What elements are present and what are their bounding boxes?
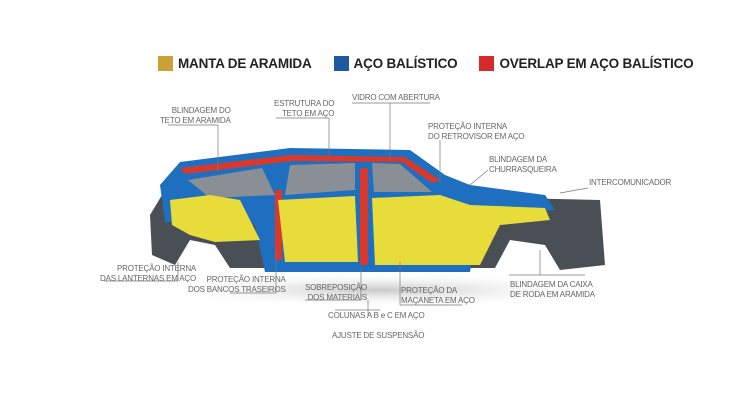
cargo-window bbox=[188, 168, 275, 198]
callout-text: PROTEÇÃO DA bbox=[401, 286, 458, 295]
overlap-swatch bbox=[479, 56, 495, 71]
callout-text: INTERCOMUNICADOR bbox=[589, 178, 672, 187]
callout-text: DAS LANTERNAS EM AÇO bbox=[100, 274, 197, 283]
callout-text: BLINDAGEM DA CAIXA bbox=[510, 280, 593, 289]
callout-text: ESTRUTURA DO bbox=[274, 99, 335, 108]
aramid-rear bbox=[170, 195, 260, 242]
aramid-front-door bbox=[372, 195, 550, 265]
aramid-swatch bbox=[158, 56, 173, 71]
callout-text: VIDRO COM ABERTURA bbox=[352, 93, 440, 102]
legend-aramid: MANTA DE ARAMIDA bbox=[158, 56, 312, 71]
callout-text: TETO EM AÇO bbox=[281, 109, 335, 118]
callout-text: PROTEÇÃO INTERNA bbox=[117, 264, 197, 273]
legend-label: AÇO BALÍSTICO bbox=[353, 56, 458, 71]
legend-label: OVERLAP EM AÇO BALÍSTICO bbox=[499, 56, 694, 71]
callout-text: COLUNAS A B e C EM AÇO bbox=[328, 311, 425, 320]
callout-lines bbox=[104, 102, 589, 315]
callout-text: AJUSTE DE SUSPENSÃO bbox=[332, 331, 425, 340]
callout-glass: VIDRO COM ABERTURA bbox=[352, 93, 440, 103]
overlap-roof bbox=[180, 155, 440, 183]
callout-text: DOS MATERIAIS bbox=[307, 293, 368, 302]
callout-text: DOS BANCOS TRASEIROS bbox=[188, 285, 286, 294]
callout-text: BLINDAGEM DA bbox=[489, 155, 548, 164]
callout-text: PROTEÇÃO INTERNA bbox=[428, 122, 508, 131]
callout-text: SOBREPOSIÇÃO bbox=[305, 283, 368, 292]
callout-text: DO RETROVISOR EM AÇO bbox=[428, 132, 525, 141]
shadow bbox=[140, 272, 620, 308]
legend: MANTA DE ARAMIDA AÇO BALÍSTICO OVERLAP E… bbox=[158, 56, 694, 71]
callout-intercom: INTERCOMUNICADOR bbox=[589, 178, 671, 188]
callout-text: CHURRASQUEIRA bbox=[489, 165, 557, 174]
legend-label: MANTA DE ARAMIDA bbox=[178, 56, 312, 71]
callout-text: TETO EM ARAMIDA bbox=[160, 116, 231, 125]
front-window bbox=[372, 163, 432, 192]
legend-steel: AÇO BALÍSTICO bbox=[333, 56, 458, 71]
callout-text: DE RODA EM ARAMIDA bbox=[510, 290, 595, 299]
callout-suspension: AJUSTE DE SUSPENSÃO bbox=[332, 331, 424, 341]
rear-window bbox=[285, 163, 355, 195]
legend-overlap: OVERLAP EM AÇO BALÍSTICO bbox=[479, 56, 694, 71]
callout-text: BLINDAGEM DO bbox=[171, 106, 231, 115]
aramid-rear-door bbox=[278, 196, 358, 262]
callout-text: MAÇANETA EM AÇO bbox=[401, 296, 475, 305]
steel-swatch bbox=[333, 56, 349, 71]
callout-text: PROTEÇÃO INTERNA bbox=[206, 275, 286, 284]
callout-pillars: COLUNAS A B e C EM AÇO bbox=[328, 311, 425, 321]
